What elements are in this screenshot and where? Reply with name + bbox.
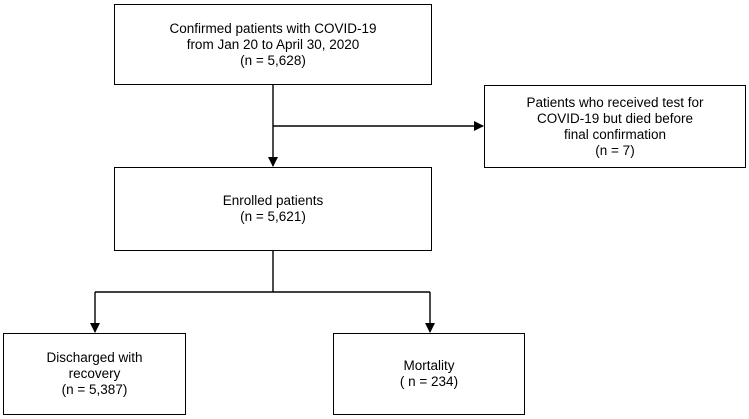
excluded-line-1: Patients who received test for xyxy=(526,94,704,110)
discharged-recovery-box: Discharged with recovery (n = 5,387) xyxy=(3,333,186,415)
excluded-line-4: (n = 7) xyxy=(595,142,635,158)
mortality-line-2: ( n = 234) xyxy=(399,374,459,389)
excluded-patients-box: Patients who received test for COVID-19 … xyxy=(484,85,746,168)
mortality-line-1: Mortality xyxy=(403,358,455,373)
discharged-line-3: (n = 5,387) xyxy=(61,382,128,397)
enrolled-line-2: (n = 5,621) xyxy=(240,209,306,224)
enrolled-patients-box: Enrolled patients (n = 5,621) xyxy=(114,167,432,251)
enrolled-line-1: Enrolled patients xyxy=(222,193,324,208)
discharged-line-1: Discharged with xyxy=(46,350,143,365)
discharged-line-2: recovery xyxy=(68,366,121,381)
excluded-line-2: COVID-19 but died before xyxy=(536,110,694,126)
confirmed-patients-box: Confirmed patients with COVID-19 from Ja… xyxy=(114,4,432,85)
confirmed-line-3: (n = 5,628) xyxy=(240,52,306,68)
excluded-line-3: final confirmation xyxy=(563,126,667,142)
confirmed-line-1: Confirmed patients with COVID-19 xyxy=(169,20,377,36)
mortality-box: Mortality ( n = 234) xyxy=(333,333,525,415)
confirmed-line-2: from Jan 20 to April 30, 2020 xyxy=(186,36,360,52)
